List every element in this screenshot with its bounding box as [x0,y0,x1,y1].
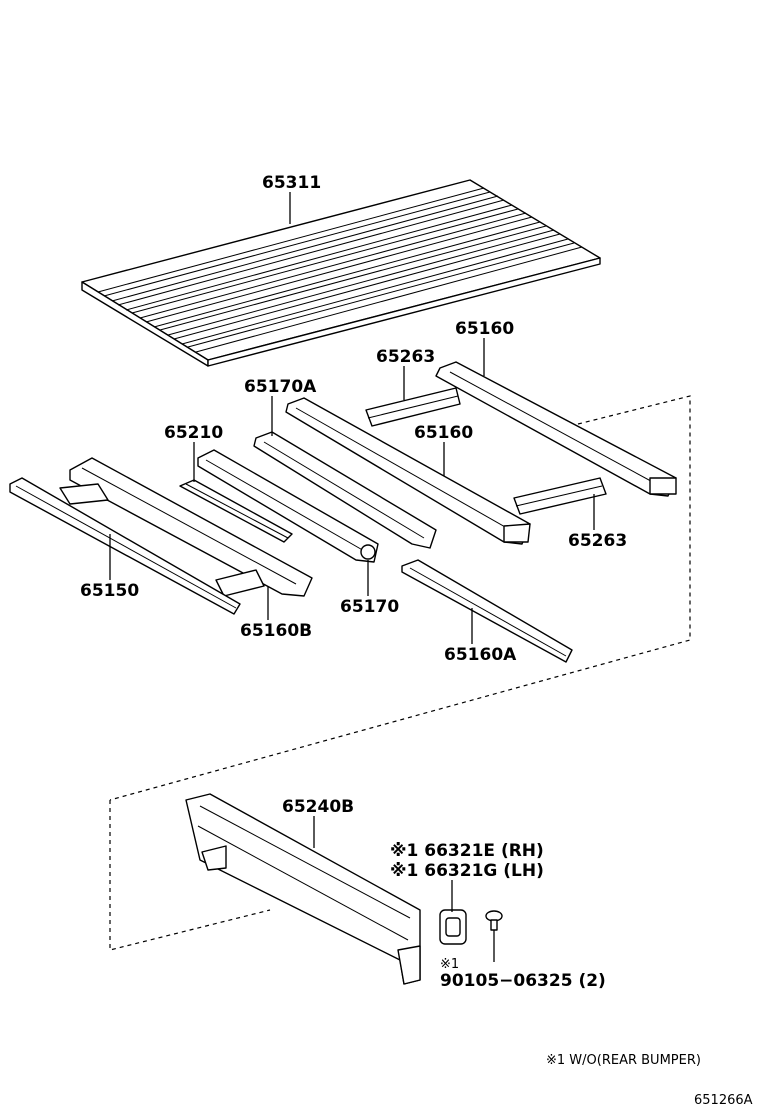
label-90105-mark: ※1 [440,957,459,972]
label-65263-right: 65263 [568,531,627,551]
sill-65160-top[interactable] [435,361,677,497]
label-65150: 65150 [80,581,139,601]
leader-lines [109,192,595,962]
screw-90105[interactable] [485,910,503,931]
label-65160B: 65160B [240,621,312,641]
label-65170A: 65170A [244,377,317,397]
reinforcement-65210[interactable] [179,479,293,543]
rear-panel-65240B[interactable] [185,793,421,985]
label-65160-top: 65160 [455,319,514,339]
bracket-65263-top[interactable] [365,387,461,427]
group-outline-upper [109,395,691,801]
label-90105: 90105−06325 (2) [440,971,606,991]
label-65240B: 65240B [282,797,354,817]
grommet-66321[interactable] [439,909,467,945]
side-sill-65150[interactable] [9,477,241,615]
label-66321E: ※1 66321E (RH) [390,841,544,861]
sill-65160B[interactable] [59,457,313,597]
label-65160-mid: 65160 [414,423,473,443]
sill-65160A[interactable] [401,559,573,663]
cross-sill-65170[interactable] [197,449,379,563]
label-65170: 65170 [340,597,399,617]
footnote: ※1 W/O(REAR BUMPER) [546,1053,701,1068]
label-65160A: 65160A [444,645,517,665]
floor-panel-65311[interactable] [81,179,601,367]
label-65263-top: 65263 [376,347,435,367]
label-66321G: ※1 66321G (LH) [390,861,544,881]
sill-65160-mid[interactable] [285,397,531,545]
label-65311: 65311 [262,173,321,193]
group-outline-lower [109,800,271,951]
label-65210: 65210 [164,423,223,443]
diagram-code: 651266A [694,1093,753,1108]
bracket-65263-right[interactable] [513,477,607,515]
